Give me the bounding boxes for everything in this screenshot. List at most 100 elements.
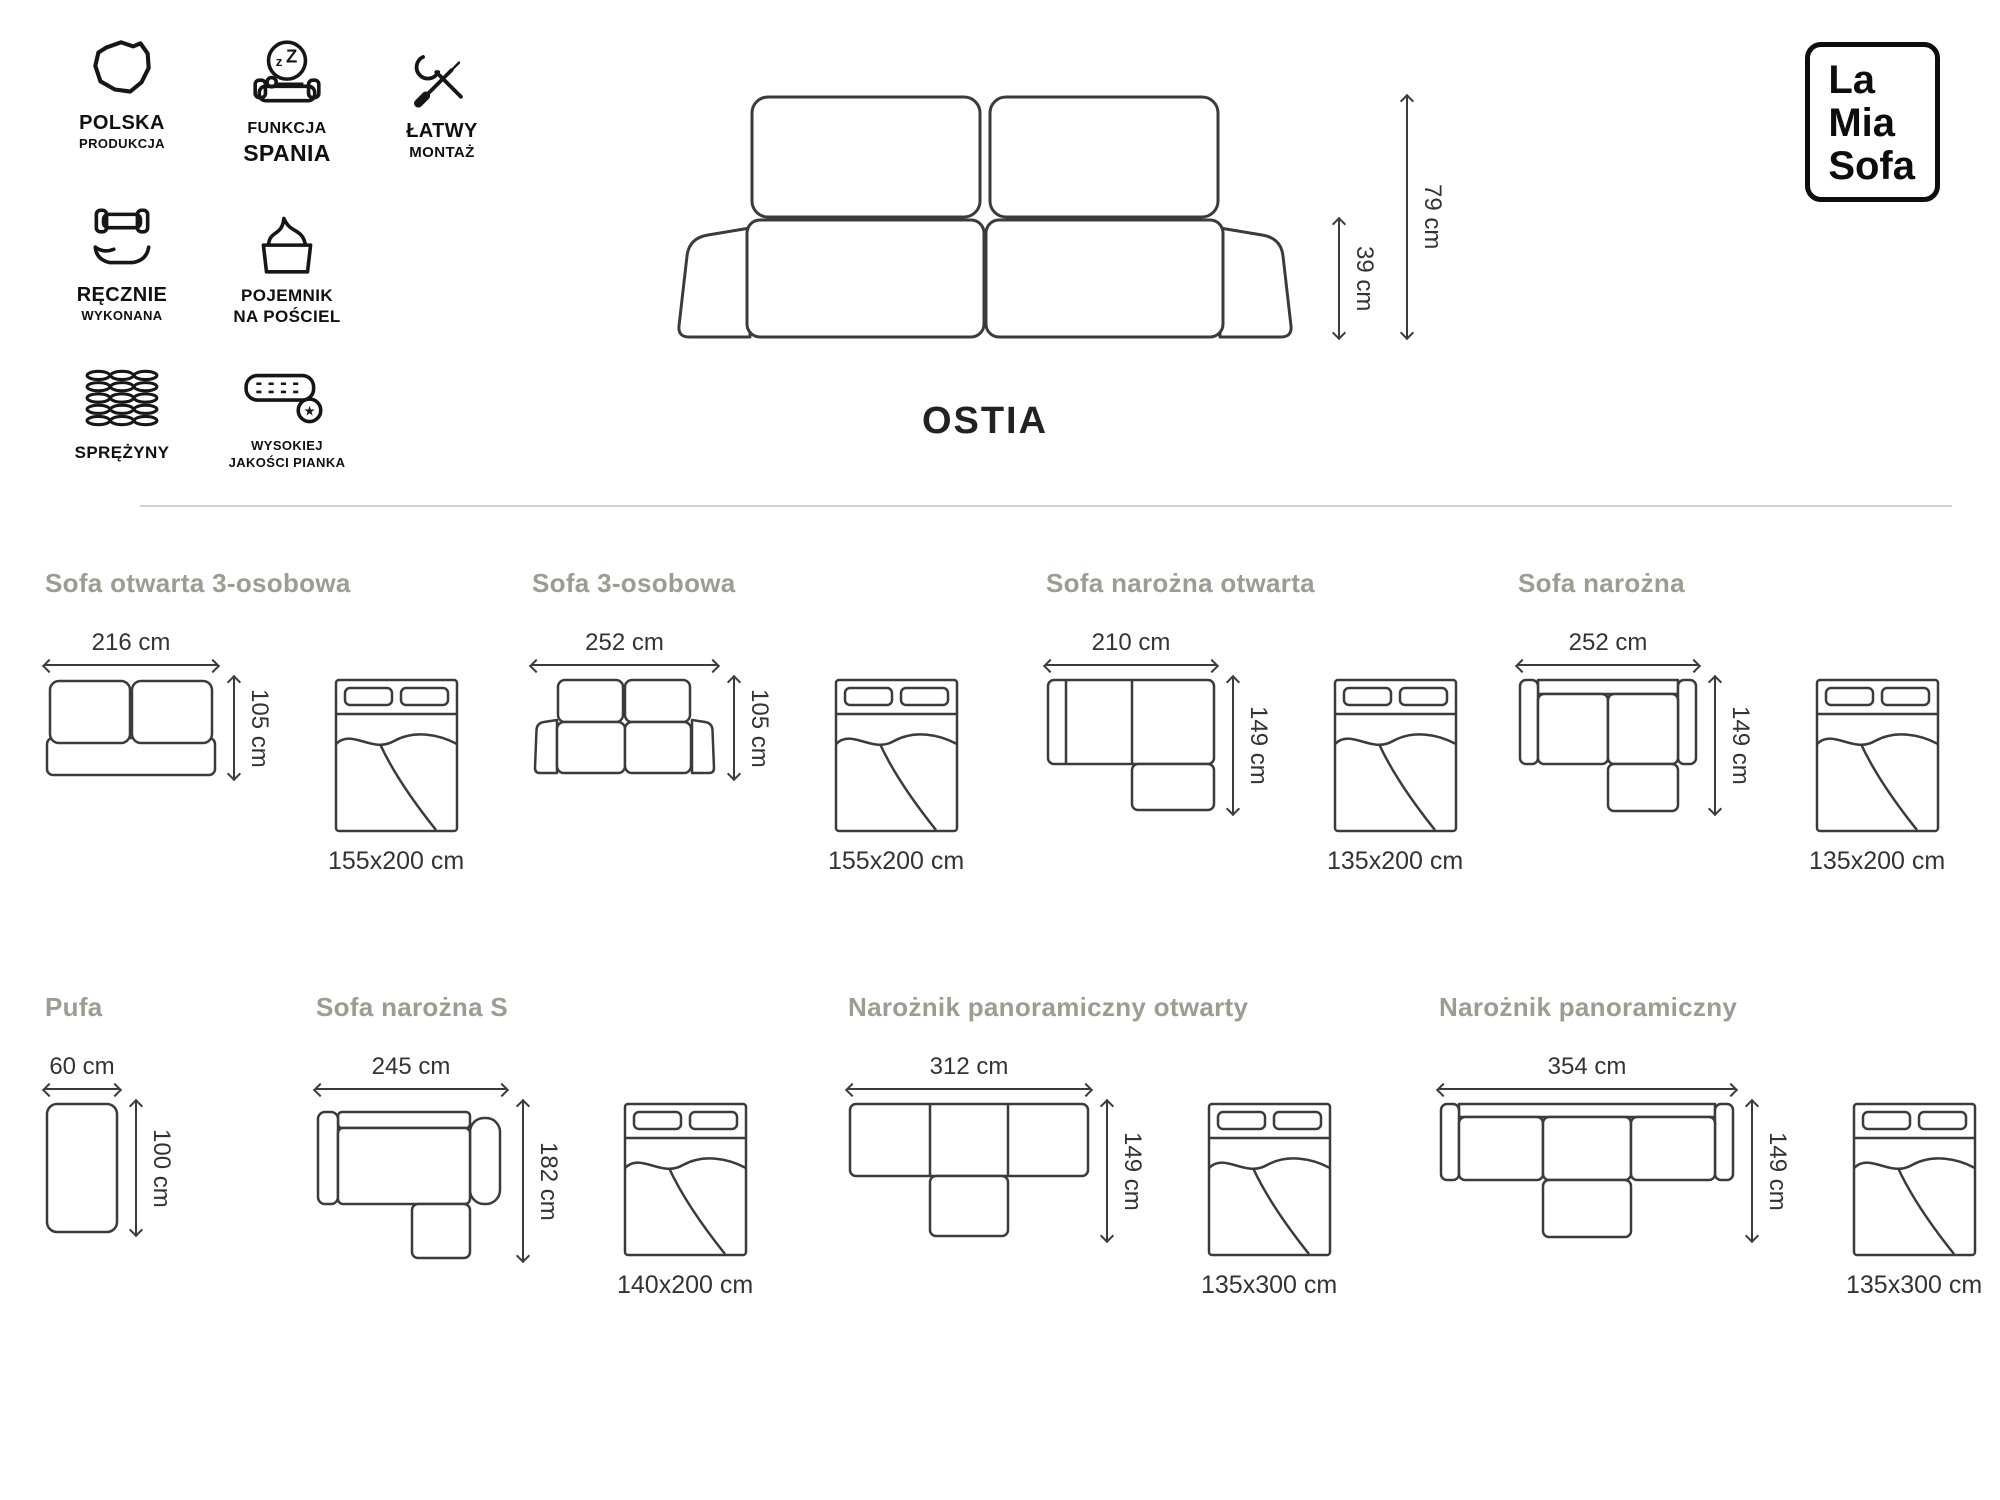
feature-label: RĘCZNIE: [76, 283, 168, 306]
bed-size-label: 135x300 cm: [1201, 1271, 1338, 1299]
bed-figure: 155x200 cm: [328, 678, 464, 876]
feature-label: SPRĘŻYNY: [74, 443, 170, 463]
depth-dimension: 149 cm: [1714, 678, 1754, 813]
depth-dimension: 149 cm: [1751, 1102, 1791, 1240]
depth-arrow: [733, 678, 735, 778]
depth-dimension-label: 100 cm: [148, 1128, 175, 1208]
bed-figure: 135x300 cm: [1846, 1102, 1982, 1300]
bed-drawing: [334, 678, 458, 833]
bed-size-label: 135x300 cm: [1846, 1271, 1983, 1299]
bed-size-label: 135x200 cm: [1327, 847, 1464, 875]
width-dimension-label: 312 cm: [929, 1053, 1009, 1080]
width-arrow: [1518, 664, 1698, 666]
feature-pojemnik-na-posciel: POJEMNIK NA POŚCIEL: [202, 204, 372, 328]
variant-title: Sofa 3-osobowa: [532, 568, 736, 598]
back-cushion: [988, 95, 1220, 219]
bed-drawing: [1815, 678, 1939, 833]
feature-polska-produkcja: POLSKA PRODUKCJA: [42, 38, 202, 168]
seat-height-dimension: 39 cm: [1338, 220, 1378, 337]
sleep-function-icon: z Z: [253, 40, 321, 103]
width-arrow: [1046, 664, 1216, 666]
feature-label: ŁATWY: [406, 120, 478, 142]
width-arrow: [45, 1088, 119, 1090]
width-dimension-label: 354 cm: [1547, 1053, 1627, 1080]
feature-funkcja-spania: z Z FUNKCJA SPANIA: [202, 38, 372, 168]
variant-title: Pufa: [45, 992, 103, 1022]
depth-arrow: [522, 1102, 524, 1260]
seat-cushion: [984, 218, 1225, 339]
width-dimension-label: 60 cm: [49, 1053, 115, 1080]
sofa-top-view-drawing: [1518, 678, 1698, 813]
variant-title: Sofa narożna: [1518, 568, 1685, 598]
depth-dimension: 149 cm: [1232, 678, 1272, 813]
feature-wysokiej-jakosci-pianka: ★ WYSOKIEJ JAKOŚCI PIANKA: [202, 363, 372, 471]
width-arrow: [532, 664, 717, 666]
total-height-dimension: 79 cm: [1406, 97, 1446, 337]
bed-drawing: [834, 678, 958, 833]
depth-dimension-label: 105 cm: [246, 688, 273, 768]
variant-card: Sofa narożna 252 cm: [1518, 568, 1945, 876]
logo-line: Mia: [1828, 100, 1895, 145]
bed-figure: 135x200 cm: [1327, 678, 1463, 876]
bed-figure: 135x300 cm: [1201, 1102, 1337, 1300]
depth-dimension: 182 cm: [522, 1102, 562, 1260]
variant-title: Narożnik panoramiczny: [1439, 992, 1738, 1022]
variant-title: Sofa narożna S: [316, 992, 509, 1022]
variant-title: Sofa narożna otwarta: [1046, 568, 1315, 598]
depth-arrow: [135, 1102, 137, 1234]
feature-label: JAKOŚCI PIANKA: [228, 454, 346, 470]
seat-height-label: 39 cm: [1351, 245, 1378, 312]
depth-dimension-label: 149 cm: [1727, 706, 1754, 785]
brand-logo: La Mia Sofa: [1805, 42, 1940, 203]
feature-sprezyny: SPRĘŻYNY: [42, 363, 202, 471]
feature-label: PRODUKCJA: [79, 136, 165, 151]
pouf-top-view-drawing: [45, 1102, 119, 1234]
easy-assembly-icon: [414, 55, 463, 108]
feature-list: POLSKA PRODUKCJA z Z FUNKCJA SPANIA: [42, 38, 512, 471]
product-name: OSTIA: [921, 400, 1049, 442]
depth-arrow: [233, 678, 235, 778]
sofa-front-view-drawing: [677, 95, 1293, 339]
depth-dimension-label: 149 cm: [1119, 1131, 1146, 1211]
bed-figure: 135x200 cm: [1809, 678, 1945, 876]
feature-label: SPANIA: [243, 140, 331, 166]
logo-line: La: [1828, 58, 1875, 102]
foam-quality-icon: ★: [244, 374, 323, 424]
sofa-top-view-drawing: [1046, 678, 1216, 812]
logo-line: Sofa: [1828, 143, 1915, 188]
section-divider: [140, 505, 1952, 507]
sofa-top-view-drawing: [45, 679, 217, 777]
width-dimension-label: 252 cm: [1568, 629, 1648, 656]
hero-section: 39 cm 79 cm OSTIA: [660, 92, 1446, 443]
total-height-label: 79 cm: [1419, 184, 1446, 250]
feature-latwy-montaz: ŁATWY MONTAŻ: [372, 38, 512, 168]
bed-size-label: 155x200 cm: [828, 847, 965, 875]
width-arrow: [45, 664, 217, 666]
feature-label: MONTAŻ: [409, 144, 475, 161]
depth-arrow: [1232, 678, 1234, 813]
svg-text:★: ★: [304, 404, 316, 419]
width-dimension-label: 252 cm: [585, 629, 664, 656]
depth-dimension-label: 182 cm: [535, 1141, 562, 1221]
seat-cushion: [745, 218, 986, 339]
variant-card: Narożnik panoramiczny otwarty 312 cm: [848, 992, 1337, 1300]
bed-size-label: 155x200 cm: [328, 847, 465, 875]
variant-card: Sofa narożna S 245 cm: [316, 992, 753, 1300]
variant-card: Pufa 60 cm 100 cm: [45, 992, 175, 1234]
bed-drawing: [1852, 1102, 1976, 1257]
seat-height-arrow: [1338, 220, 1340, 337]
feature-label: POLSKA: [79, 112, 165, 134]
springs-icon: [85, 370, 159, 427]
depth-dimension: 105 cm: [733, 678, 773, 778]
sofa-top-view-drawing: [316, 1110, 502, 1260]
variant-title: Narożnik panoramiczny otwarty: [848, 992, 1249, 1022]
bedding-storage-icon: [261, 216, 313, 274]
bed-size-label: 135x200 cm: [1809, 847, 1946, 875]
depth-dimension: 149 cm: [1106, 1102, 1146, 1240]
variant-title: Sofa otwarta 3-osobowa: [45, 568, 351, 598]
total-height-arrow: [1406, 97, 1408, 337]
variant-card: Sofa 3-osobowa 252 cm: [532, 568, 964, 876]
feature-recznie-wykonana: RĘCZNIE WYKONANA: [42, 204, 202, 328]
depth-arrow: [1106, 1102, 1108, 1240]
